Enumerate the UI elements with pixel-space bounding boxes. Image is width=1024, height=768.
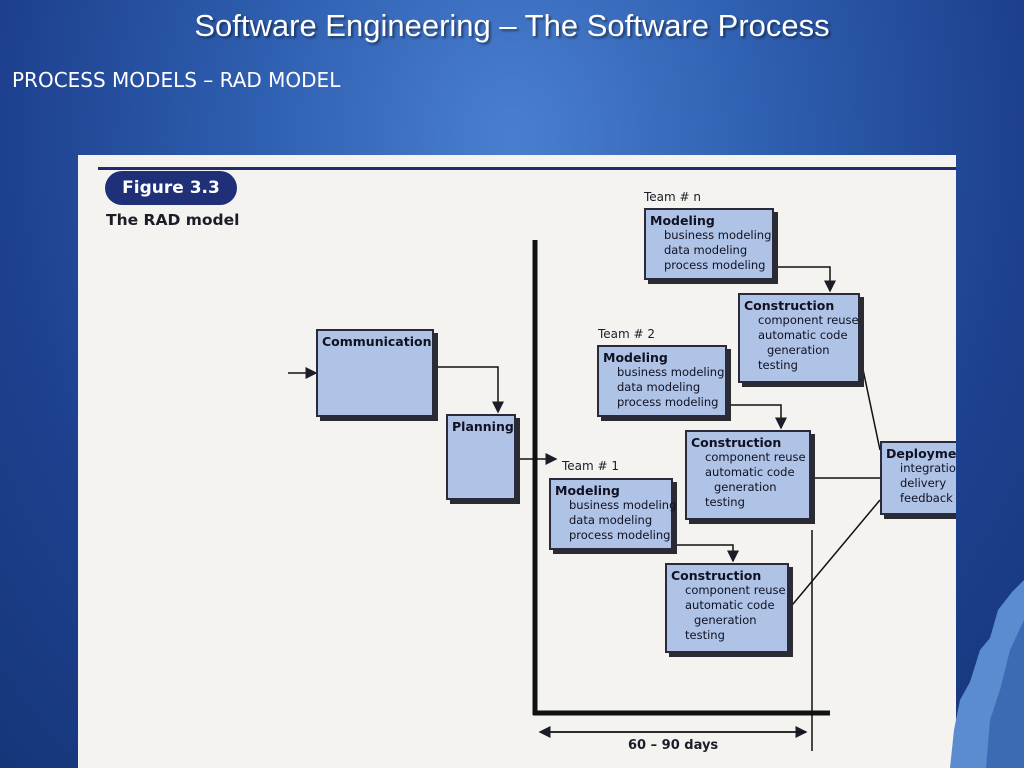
modeling-item: data modeling	[664, 243, 748, 257]
team-n-construction-box: Construction component reuse automatic c…	[738, 293, 860, 383]
construction-item: generation	[767, 343, 830, 357]
communication-label: Communication	[322, 334, 432, 349]
decorative-rock-graphic	[950, 580, 1024, 768]
modeling-title: Modeling	[603, 350, 668, 365]
deployment-title: Deployment	[886, 446, 956, 461]
construction-title: Construction	[691, 435, 782, 450]
time-span-label: 60 – 90 days	[628, 738, 719, 753]
team1-model-to-construction	[672, 544, 739, 563]
modeling-item: process modeling	[664, 258, 766, 272]
construction-item: testing	[758, 358, 798, 372]
deployment-box: Deployment integration delivery feedback	[880, 441, 956, 515]
teamn-model-to-construction	[773, 266, 836, 293]
team-2-modeling-box: Modeling business modeling data modeling…	[597, 345, 727, 417]
team-1-modeling-box: Modeling business modeling data modeling…	[549, 478, 677, 550]
team2-model-to-construction	[727, 404, 787, 430]
modeling-item: process modeling	[617, 395, 719, 409]
modeling-item: data modeling	[569, 513, 653, 527]
teamn-to-deployment	[860, 359, 881, 451]
figure-badge: Figure 3.3	[105, 171, 237, 205]
construction-item: component reuse	[685, 583, 786, 597]
modeling-title: Modeling	[555, 483, 620, 498]
team-n-label: Team # n	[644, 190, 702, 204]
communication-box: Communication	[316, 329, 434, 417]
deployment-item: delivery	[900, 476, 947, 490]
slide-subtitle: PROCESS MODELS – RAD MODEL	[12, 68, 341, 92]
construction-item: generation	[714, 480, 777, 494]
modeling-item: business modeling	[664, 228, 772, 242]
construction-item: component reuse	[758, 313, 859, 327]
modeling-title: Modeling	[650, 213, 715, 228]
figure-caption: The RAD model	[106, 211, 240, 229]
modeling-item: business modeling	[617, 365, 725, 379]
team-1-label: Team # 1	[562, 459, 620, 473]
deployment-item: feedback	[900, 491, 953, 505]
construction-item: testing	[685, 628, 725, 642]
rad-model-figure: Figure 3.3 The RAD model Communication	[78, 155, 956, 768]
modeling-item: data modeling	[617, 380, 701, 394]
construction-title: Construction	[744, 298, 835, 313]
team-1-construction-box: Construction component reuse automatic c…	[665, 563, 789, 653]
comm-to-planning-arrow	[436, 366, 504, 414]
team-n-modeling-box: Modeling business modeling data modeling…	[644, 208, 774, 280]
slide-title: Software Engineering – The Software Proc…	[194, 8, 830, 43]
construction-item: component reuse	[705, 450, 806, 464]
team-2-construction-box: Construction component reuse automatic c…	[685, 430, 811, 520]
construction-item: generation	[694, 613, 757, 627]
planning-label: Planning	[452, 419, 514, 434]
construction-item: automatic code	[705, 465, 795, 479]
team-2-label: Team # 2	[598, 327, 656, 341]
construction-item: automatic code	[685, 598, 775, 612]
construction-item: automatic code	[758, 328, 848, 342]
modeling-item: process modeling	[569, 528, 671, 542]
deployment-item: integration	[900, 461, 956, 475]
figure-top-rule	[98, 167, 956, 170]
planning-box: Planning	[446, 414, 516, 500]
construction-title: Construction	[671, 568, 762, 583]
construction-item: testing	[705, 495, 745, 509]
modeling-item: business modeling	[569, 498, 677, 512]
diagram-connectors	[288, 240, 881, 751]
team1-to-deployment	[787, 499, 881, 611]
